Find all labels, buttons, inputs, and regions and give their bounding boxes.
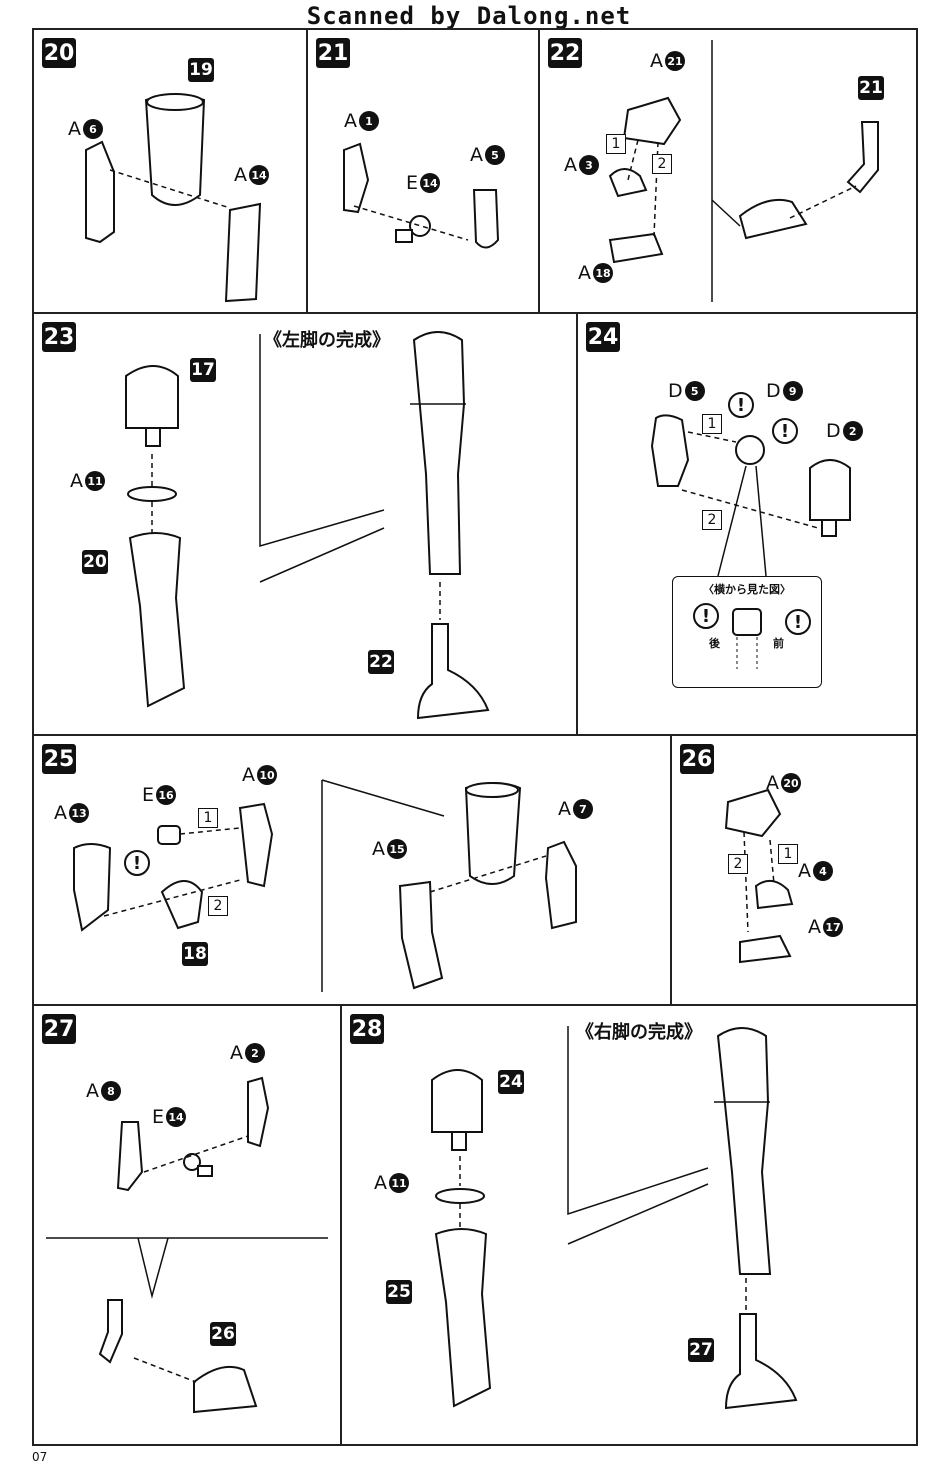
step-22-illustration [608,40,879,302]
step-number: 26 [680,744,714,774]
step-number: 21 [316,38,350,68]
back-label: 後 [709,637,720,650]
warning-icon: ! [785,609,811,635]
step-24-illustration [650,414,851,577]
callout-title: 〈横から見た図〉 [703,583,791,596]
ref-tag-20: 20 [82,550,108,574]
order-1: 1 [198,808,218,828]
order-1: 1 [702,414,722,434]
warning-icon: ! [124,850,150,876]
order-2: 2 [652,154,672,174]
side-view-callout: 〈横から見た図〉 ! ! 後 前 [672,576,822,688]
completion-title: 《右脚の完成》 [576,1022,702,1043]
step-23-illustration [125,331,490,720]
order-1: 1 [606,134,626,154]
order-1: 1 [778,844,798,864]
step-number: 20 [42,38,76,68]
ref-tag-27: 27 [688,1338,714,1362]
ref-tag-22: 22 [368,650,394,674]
step-20-illustration [85,93,262,303]
completion-title: 《左脚の完成》 [264,330,390,351]
order-2: 2 [702,510,722,530]
step-21-illustration [343,142,500,249]
step-number: 25 [42,744,76,774]
watermark: Scanned by Dalong.net [0,2,938,33]
warning-icon: ! [772,418,798,444]
order-2: 2 [208,896,228,916]
step-25-illustration [73,779,577,992]
ref-tag-21: 21 [858,76,884,100]
order-2: 2 [728,854,748,874]
ref-tag-17: 17 [190,358,216,382]
step-number: 24 [586,322,620,352]
step-number: 27 [42,1014,76,1044]
warning-icon: ! [728,392,754,418]
step-number: 28 [350,1014,384,1044]
step-number: 22 [548,38,582,68]
ref-tag-19: 19 [188,58,214,82]
ref-tag-18: 18 [182,942,208,966]
side-view-illustration [732,608,762,669]
step-26-illustration [724,788,794,964]
warning-icon: ! [693,603,719,629]
step-28-illustration [431,1026,798,1410]
step-27-illustration [46,1076,328,1414]
ref-tag-24: 24 [498,1070,524,1094]
ref-tag-26: 26 [210,1322,236,1346]
ref-tag-25: 25 [386,1280,412,1304]
step-number: 23 [42,322,76,352]
page-number: 07 [32,1450,48,1464]
watermark-text: Scanned by Dalong.net [304,2,634,33]
front-label: 前 [773,637,784,650]
